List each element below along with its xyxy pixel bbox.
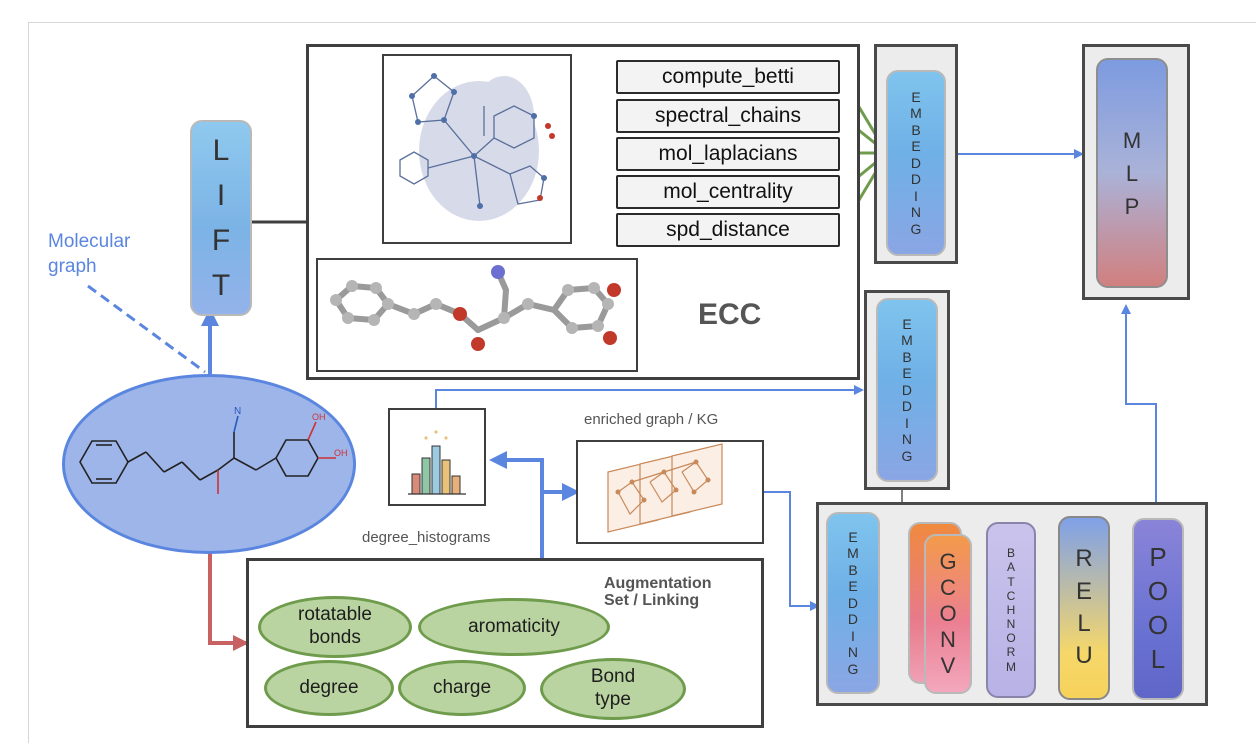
simplicial-complex-image (382, 54, 572, 244)
feature-mol-centrality: mol_centrality (616, 175, 840, 209)
gcn-embedding-block: E M B E D D I N G (826, 512, 880, 694)
knowledge-graph-icon (607, 443, 723, 533)
feature-compute-betti: compute_betti (616, 60, 840, 94)
augmentation-degree: degree (264, 660, 394, 716)
molecular-graph-label: Molecular graph (48, 231, 131, 277)
enriched-graph-box (576, 440, 764, 544)
pool-label: P O O L (1147, 542, 1169, 674)
augmentation-charge: charge (398, 660, 526, 716)
aromaticity-label: aromaticity (468, 615, 560, 637)
gconv-label: G C O N V (939, 549, 957, 678)
lift-label: L I F T (211, 134, 231, 302)
mlp-label: M L P (1122, 127, 1142, 219)
ecc-embedding-label: E M B E D D I N G (910, 88, 922, 237)
augmentation-label: Augmentation Set / Linking (604, 575, 712, 609)
ecc-label: ECC (698, 298, 762, 331)
batchnorm-block: B A T C H N O R M (986, 522, 1036, 698)
molecule-2d-structure: N OH OH (79, 406, 348, 494)
hydroxyl-atom-label-1: OH (312, 412, 326, 422)
relu-block: R E L U (1058, 516, 1110, 700)
histogram-embedding-label: E M B E D D I N G (901, 315, 913, 464)
batchnorm-label: B A T C H N O R M (1006, 546, 1016, 674)
bond-type-label: Bond type (590, 666, 636, 710)
hydroxyl-atom-label-2: OH (334, 448, 348, 458)
feature-spectral-chains: spectral_chains (616, 99, 840, 133)
augmentation-rotatable-bonds: rotatable bonds (258, 596, 412, 658)
gcn-embedding-label: E M B E D D I N G (847, 528, 859, 677)
molecule-3d-image (316, 258, 638, 372)
charge-label: charge (432, 676, 492, 698)
augmentation-bond-type: Bond type (540, 658, 686, 720)
degree-label: degree (299, 676, 359, 698)
pool-block: P O O L (1132, 518, 1184, 700)
mlp-block: M L P (1096, 58, 1168, 288)
input-molecule-ellipse: N OH OH (62, 374, 356, 554)
augmentation-aromaticity: aromaticity (418, 598, 610, 656)
degree-histogram-box (388, 408, 486, 506)
ecc-embedding-block: E M B E D D I N G (886, 70, 946, 256)
feature-mol-laplacians: mol_laplacians (616, 137, 840, 171)
gconv-block-front: G C O N V (924, 534, 972, 694)
feature-spd-distance: spd_distance (616, 213, 840, 247)
histogram-icon (408, 430, 466, 495)
simplicial-complex-icon (399, 73, 555, 221)
nitrile-atom-label: N (234, 406, 241, 417)
lift-block: L I F T (190, 120, 252, 316)
relu-label: R E L U (1075, 545, 1093, 670)
degree-histograms-label: degree_histograms (362, 529, 491, 546)
canvas-frame (28, 22, 1256, 743)
enriched-graph-label: enriched graph / KG (584, 411, 719, 428)
histogram-embedding-block: E M B E D D I N G (876, 298, 938, 482)
ball-and-stick-molecule-icon (330, 265, 621, 351)
rotatable-bonds-label: rotatable bonds (298, 604, 372, 648)
